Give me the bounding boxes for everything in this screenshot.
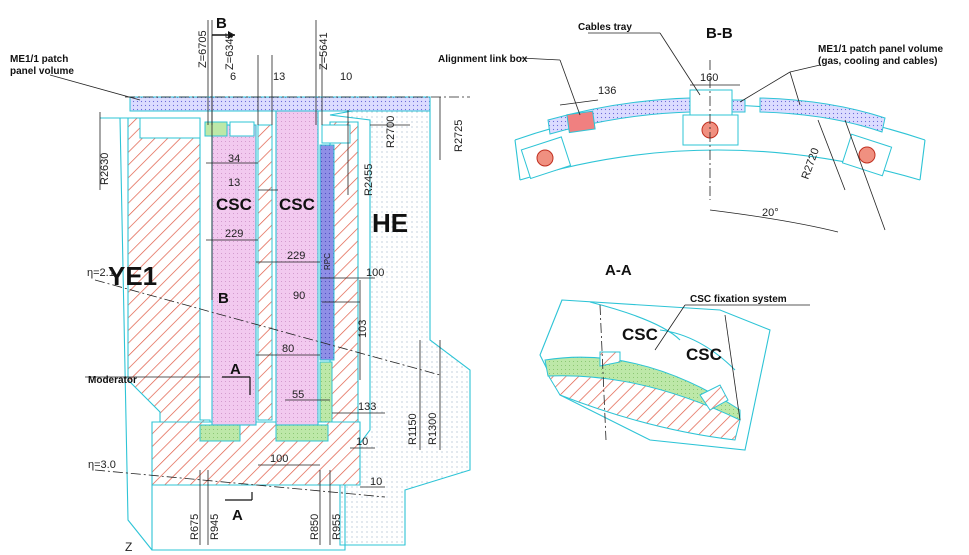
dim-r1150: R1150 bbox=[407, 413, 419, 445]
dim-100a: 100 bbox=[366, 267, 384, 279]
dim-229a: 229 bbox=[225, 228, 243, 240]
he-label: HE bbox=[372, 208, 408, 238]
rpc-label: RPC bbox=[323, 253, 332, 270]
dim-10a: 10 bbox=[356, 436, 368, 448]
me11-right-label-2: (gas, cooling and cables) bbox=[818, 56, 937, 67]
dim-z6705: Z=6705 bbox=[197, 30, 209, 68]
me11-patch-volume bbox=[129, 96, 431, 112]
dim-133: 133 bbox=[358, 401, 376, 413]
csc-fixation-label: CSC fixation system bbox=[690, 294, 787, 305]
eta-30-label: η=3.0 bbox=[88, 459, 116, 471]
section-b-marker-2: B bbox=[218, 290, 229, 307]
bottom-outline bbox=[151, 485, 346, 551]
left-labels: ME1/1 patch panel volume B B A A YE1 HE … bbox=[10, 15, 408, 554]
green-base-right bbox=[275, 424, 329, 442]
dim-13: 13 bbox=[228, 177, 240, 189]
dim-103: 103 bbox=[357, 320, 369, 338]
aa-title: A-A bbox=[605, 262, 632, 279]
aa-csc-1: CSC bbox=[622, 325, 658, 344]
bb-labels: Cables tray B-B Alignment link box ME1/1… bbox=[438, 22, 943, 219]
dim-r2720: R2720 bbox=[800, 146, 822, 181]
dim-r2630: R2630 bbox=[99, 153, 111, 185]
dim-34: 34 bbox=[228, 153, 240, 165]
green-support-right bbox=[319, 361, 333, 423]
csc-right-label: CSC bbox=[279, 195, 315, 214]
dim-z5641: Z=5641 bbox=[318, 32, 330, 70]
section-a-marker-2: A bbox=[232, 507, 243, 524]
he-volume bbox=[329, 96, 471, 546]
rpc-chamber bbox=[319, 144, 335, 361]
dim-55: 55 bbox=[292, 389, 304, 401]
aa-labels: A-A CSC fixation system CSC CSC bbox=[605, 262, 787, 364]
dim-136: 136 bbox=[598, 85, 616, 97]
section-bb bbox=[514, 32, 926, 233]
dim-r2725: R2725 bbox=[453, 120, 465, 152]
main-section bbox=[49, 20, 471, 551]
dim-z6345: Z=6345 bbox=[224, 32, 236, 70]
dim-100b: 100 bbox=[270, 453, 288, 465]
z-axis-label: Z bbox=[125, 540, 132, 554]
aa-csc-2: CSC bbox=[686, 345, 722, 364]
alignment-link-box-label: Alignment link box bbox=[438, 54, 528, 65]
me11-left-label-2: panel volume bbox=[10, 66, 74, 77]
dim-229b: 229 bbox=[287, 250, 305, 262]
dim-r2455: R2455 bbox=[363, 164, 375, 196]
me11-right-label-1: ME1/1 patch panel volume bbox=[818, 44, 943, 55]
moderator-label: Moderator bbox=[88, 375, 137, 386]
dim-13-top: 13 bbox=[273, 71, 285, 83]
bb-title: B-B bbox=[706, 25, 733, 42]
dim-angle-20: 20° bbox=[762, 207, 779, 219]
green-base-left bbox=[199, 424, 241, 442]
csc-chamber-right bbox=[275, 99, 319, 426]
me11-left-label-1: ME1/1 patch bbox=[10, 54, 68, 65]
eta-21-label: η=2.1 bbox=[87, 267, 115, 279]
dim-10b: 10 bbox=[370, 476, 382, 488]
dim-160: 160 bbox=[700, 72, 718, 84]
dim-6: 6 bbox=[230, 71, 236, 83]
alignment-link-box bbox=[566, 110, 596, 134]
dim-r675: R675 bbox=[189, 514, 201, 540]
dim-80: 80 bbox=[282, 343, 294, 355]
cables-tray-label: Cables tray bbox=[578, 22, 632, 33]
ye1-label: YE1 bbox=[108, 261, 157, 291]
bb-fix-right bbox=[858, 146, 876, 164]
dim-10-top: 10 bbox=[340, 71, 352, 83]
middle-hatched-wall bbox=[257, 124, 273, 421]
csc-left-label: CSC bbox=[216, 195, 252, 214]
section-b-marker: B bbox=[216, 15, 227, 32]
dim-90: 90 bbox=[293, 290, 305, 302]
section-aa bbox=[539, 299, 810, 451]
dim-r1300: R1300 bbox=[427, 413, 439, 445]
bottom-hatched-base bbox=[151, 421, 361, 486]
bb-fix-left bbox=[536, 149, 554, 167]
section-a-marker: A bbox=[230, 361, 241, 378]
dim-r945: R945 bbox=[209, 514, 221, 540]
bb-patch-right bbox=[759, 97, 886, 133]
dim-r955: R955 bbox=[331, 514, 343, 540]
dim-r2700: R2700 bbox=[385, 116, 397, 148]
left-dimensions: Z=6705 Z=6345 Z=5641 6 13 10 R2630 R2700… bbox=[99, 30, 465, 540]
dim-r850: R850 bbox=[309, 514, 321, 540]
